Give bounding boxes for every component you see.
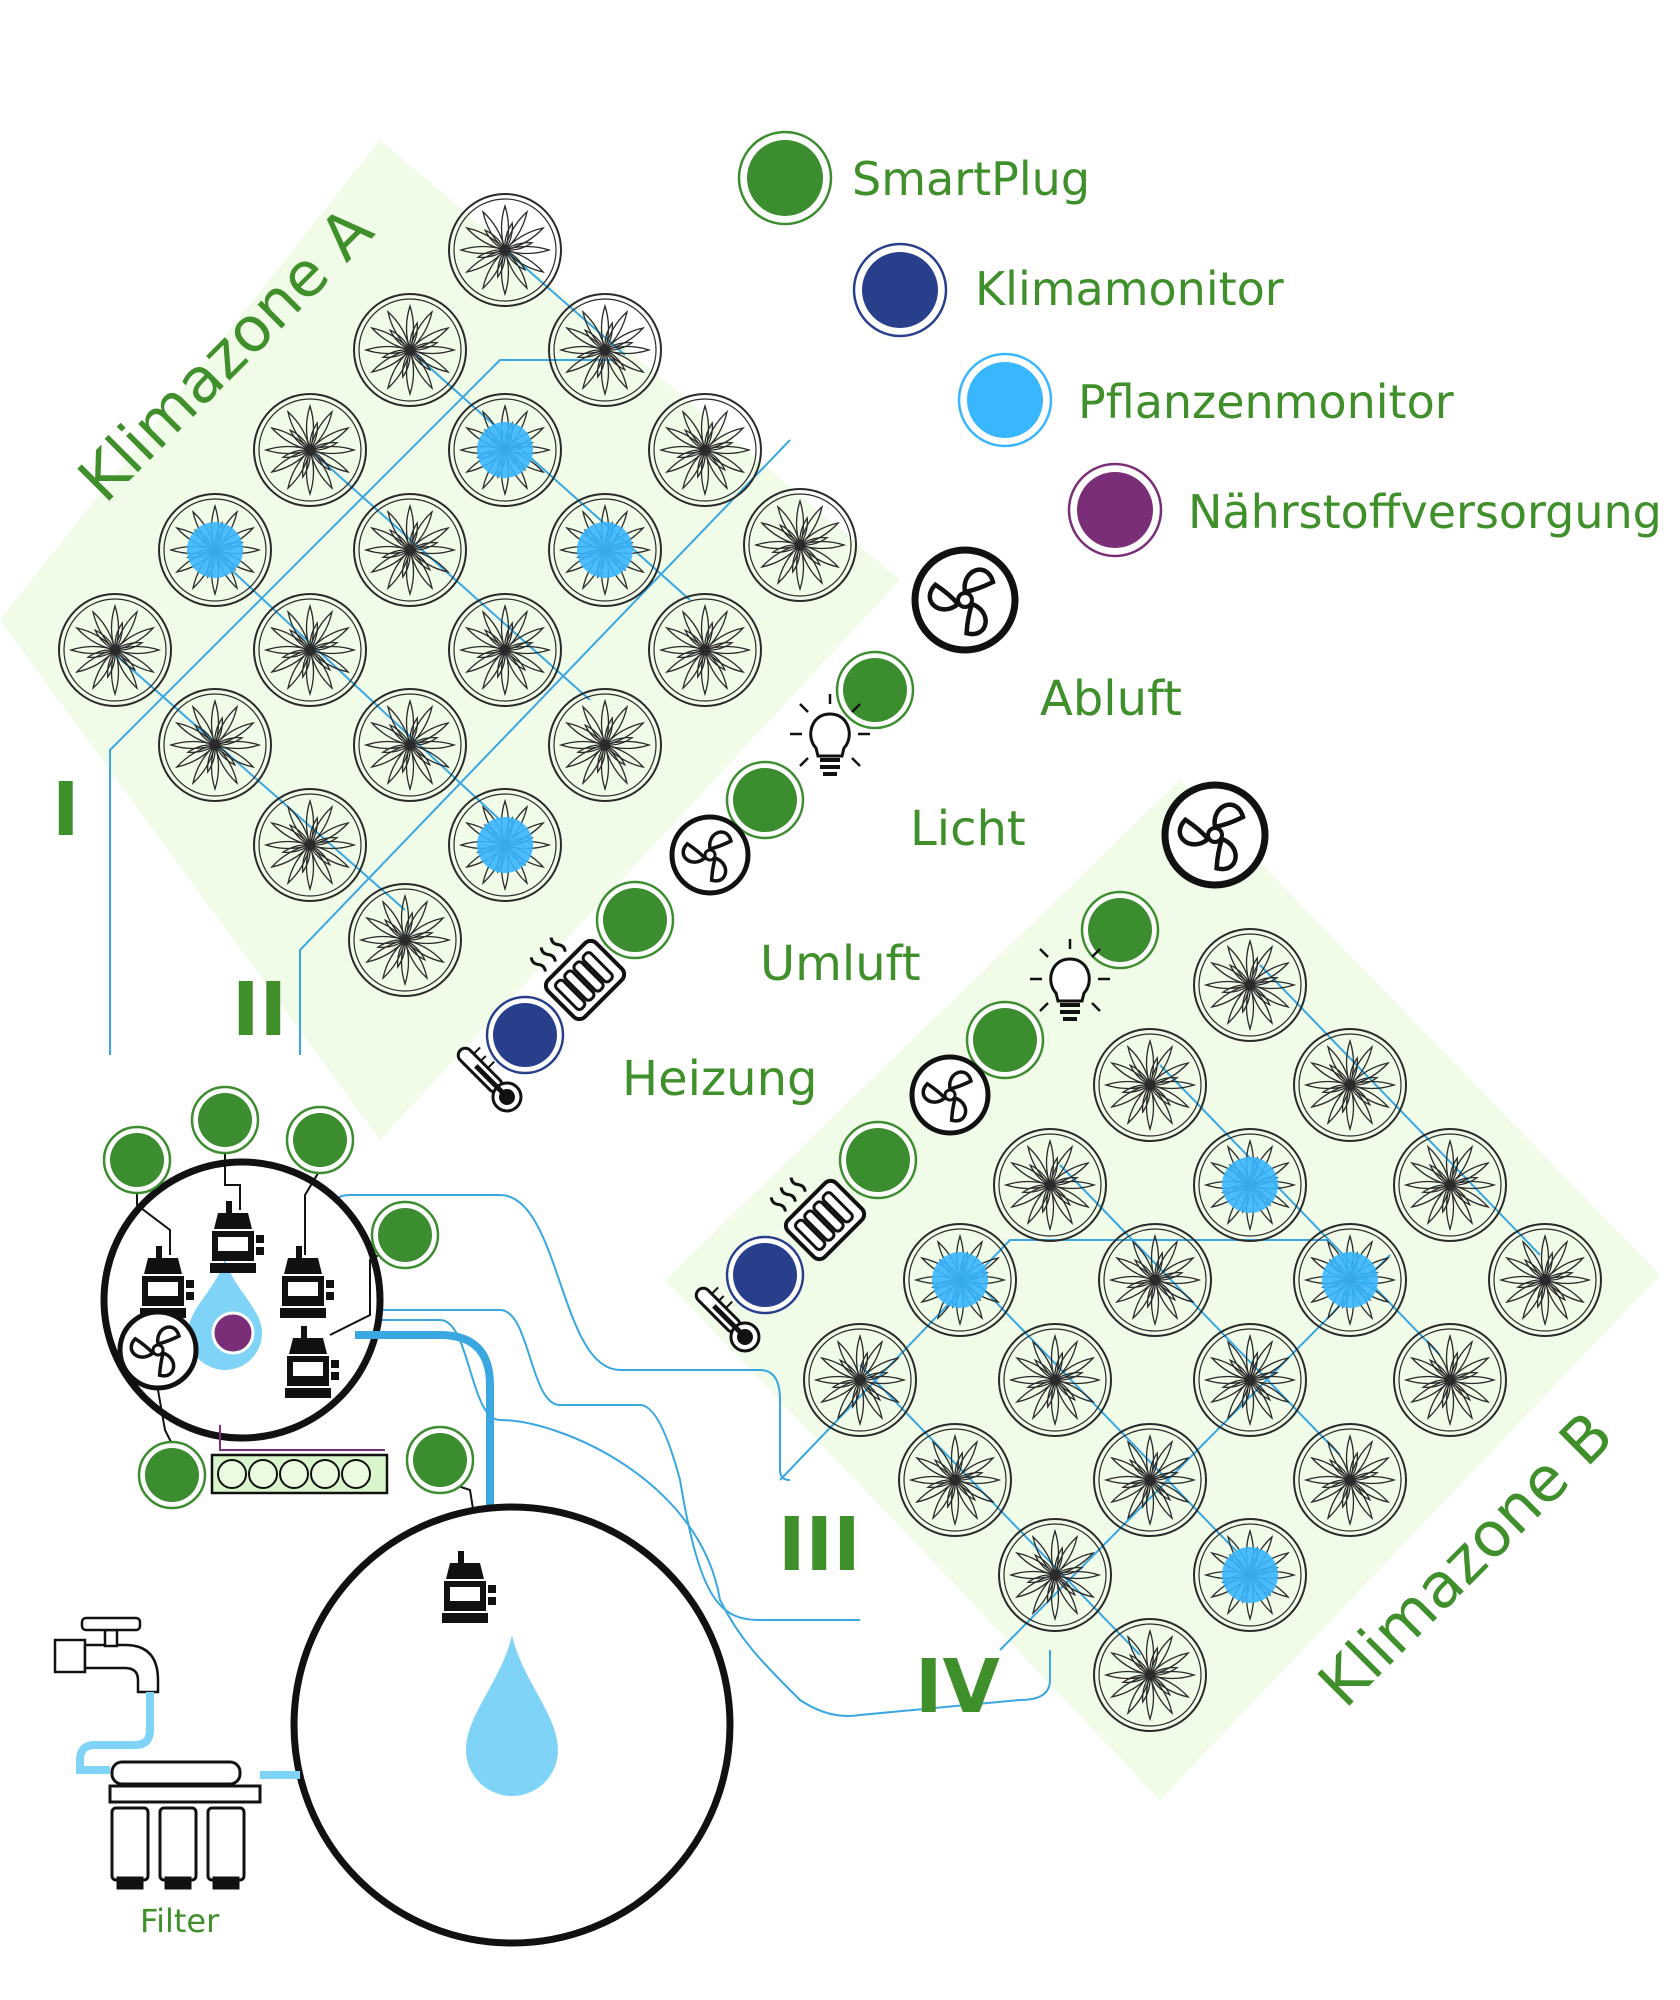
legend-smartplug: SmartPlug [737,130,1090,226]
zone-b-plant-monitors [932,1157,1378,1603]
legend-label-climate-monitor: Klimamonitor [975,262,1284,316]
nutrient-dot-icon [211,1311,255,1355]
exhaust-fan-icon [1165,785,1265,885]
reservoir-to-mixing-pipe [355,1331,494,1560]
zone-a-devices [448,550,1015,1119]
legend: SmartPlug Klimamonitor Pflanzenmonitor N… [737,130,1662,558]
legend-nutrient-supply: Nährstoffversorgung [1067,462,1662,558]
water-reservoir [290,1503,734,1947]
mixing-tank-smartplugs [102,1085,479,1541]
legend-label-smartplug: SmartPlug [852,152,1090,206]
filter-icon [108,1760,262,1890]
climate-monitor-icon [733,1243,797,1307]
smartplug-icon [413,1433,467,1487]
line-label-four: IV [915,1644,1000,1730]
smartplug-icon [973,1008,1037,1072]
light-bulb-icon [788,692,872,778]
smartplug-icon [198,1093,252,1147]
smartplug-icon [378,1208,432,1262]
device-label-heating: Heizung [622,1051,817,1107]
water-tap-icon [53,1616,160,1694]
line-label-one: I [52,767,80,853]
legend-climate-monitor: Klimamonitor [852,242,1284,338]
device-label-circulation: Umluft [760,936,921,992]
smartplug-icon [846,1128,910,1192]
supply-lines [330,1194,1051,1717]
circulation-fan-icon [672,817,748,893]
smartplug-dot-icon [747,140,823,216]
zone-b-devices [686,785,1265,1359]
device-label-light: Licht [910,801,1026,857]
mixing-tank [100,1158,384,1442]
smartplug-icon [733,768,797,832]
line-label-three: III [778,1502,861,1588]
line-label-two: II [232,967,287,1053]
exhaust-fan-icon [915,550,1015,650]
device-label-exhaust: Abluft [1040,671,1182,727]
legend-label-plant-monitor: Pflanzenmonitor [1078,375,1454,429]
zone-b-background [665,780,1660,1800]
smartplug-icon [110,1133,164,1187]
water-filter-assembly: Filter [53,1616,300,1940]
legend-plant-monitor: Pflanzenmonitor [957,352,1454,448]
mixing-fan-icon [120,1312,196,1388]
smartplug-icon [1088,898,1152,962]
filter-label: Filter [140,1902,220,1940]
zone-a-plant-monitors [187,422,633,873]
legend-label-nutrient-supply: Nährstoffversorgung [1188,485,1662,539]
smartplug-icon [145,1448,199,1502]
nutrient-dosing-strip [210,1425,389,1495]
water-drop-icon [466,1635,558,1796]
smartplug-icon [603,888,667,952]
plant-monitor-dot-icon [967,362,1043,438]
circulation-fan-icon [912,1057,988,1133]
smartplug-icon [293,1113,347,1167]
climate-monitor-icon [493,1003,557,1067]
climate-monitor-dot-icon [862,252,938,328]
nutrient-dot-icon [1077,472,1153,548]
